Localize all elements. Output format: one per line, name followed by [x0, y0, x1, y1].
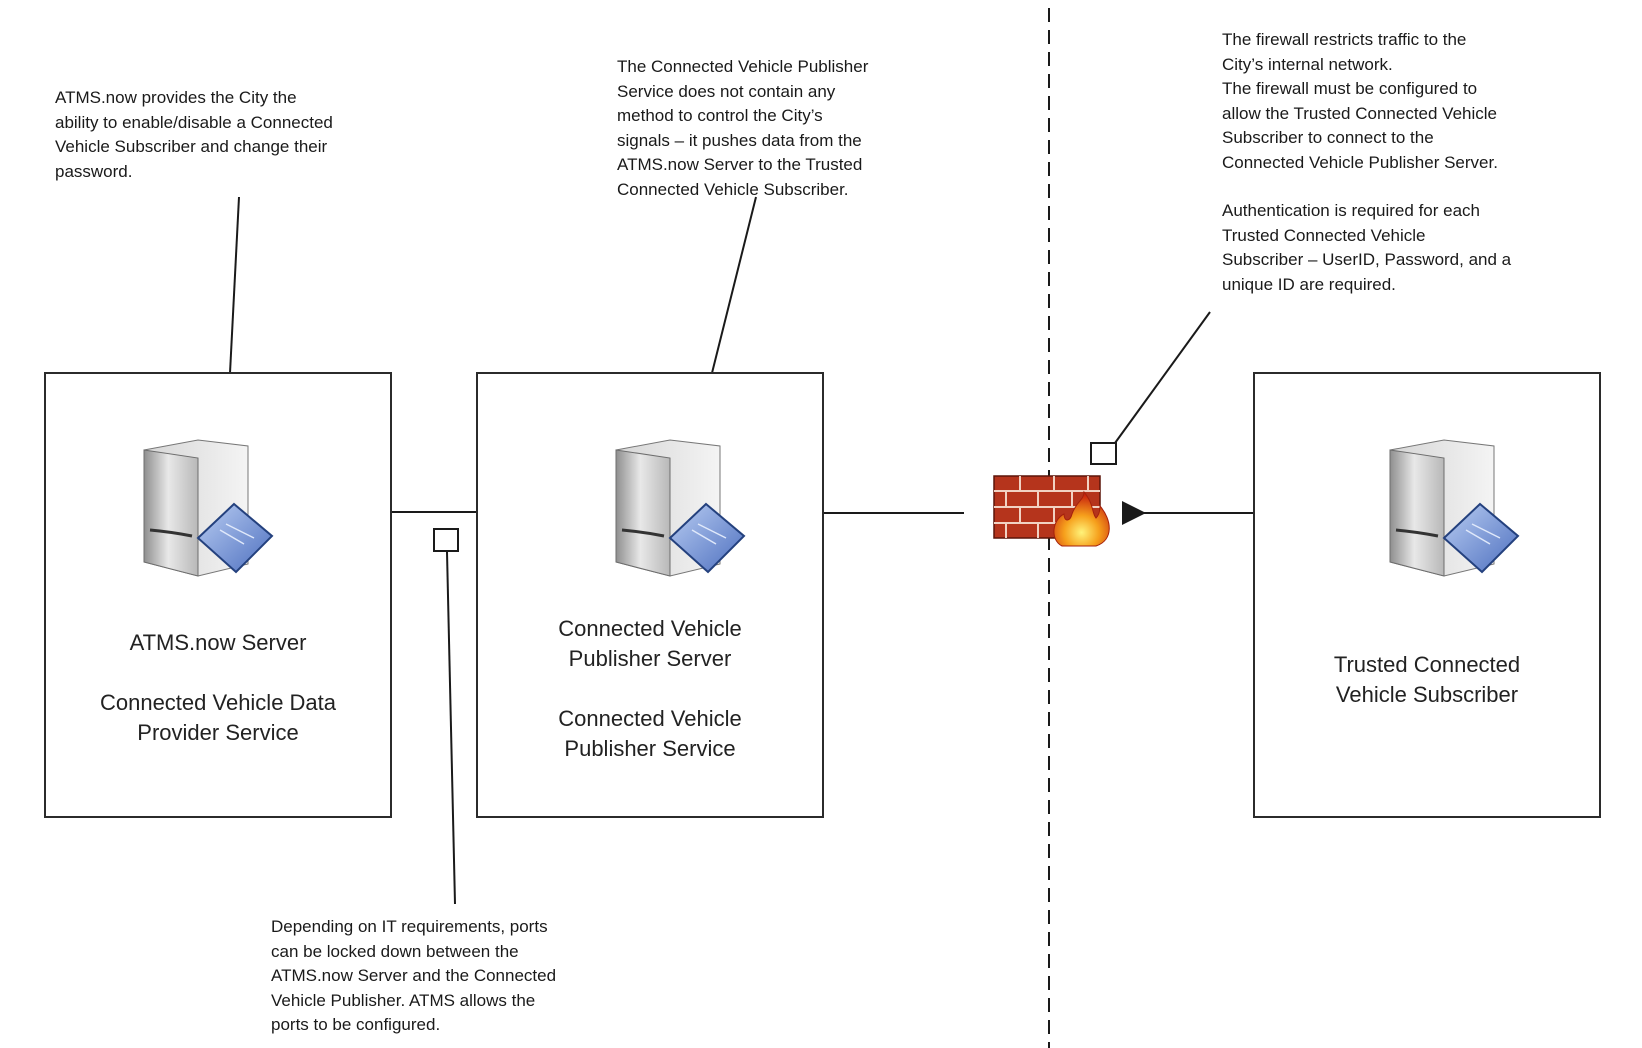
server-icon: [143, 439, 274, 577]
ports-note: Depending on IT requirements, ports can …: [271, 917, 557, 1034]
atms-control-note: ATMS.now provides the City the ability t…: [55, 88, 333, 181]
firewall-callout-anchor: [1090, 442, 1117, 465]
ports-callout-anchor: [433, 528, 459, 552]
subscriber-title: Trusted Connected Vehicle Subscriber: [1333, 652, 1521, 707]
firewall-icon: [993, 475, 1110, 547]
firewall-note: The firewall restricts traffic to the Ci…: [1222, 30, 1512, 294]
atms-server-service: Connected Vehicle Data Provider Service: [99, 690, 337, 745]
publisher-push-note: The Connected Vehicle Publisher Service …: [617, 57, 869, 199]
server-icon: [1389, 439, 1520, 577]
atms-note-leader: [229, 196, 240, 374]
ports-note-leader: [446, 551, 456, 905]
publisher-server-title: Connected Vehicle Publisher Server: [558, 616, 742, 671]
server-icon: [615, 439, 746, 577]
firewall-note-leader: [1114, 311, 1211, 444]
atms-server-title: ATMS.now Server: [129, 630, 307, 655]
publisher-server-service: Connected Vehicle Publisher Service: [558, 706, 742, 761]
publisher-note-leader: [711, 196, 757, 374]
authentication-note: Authentication is required for each: [1222, 201, 1480, 220]
